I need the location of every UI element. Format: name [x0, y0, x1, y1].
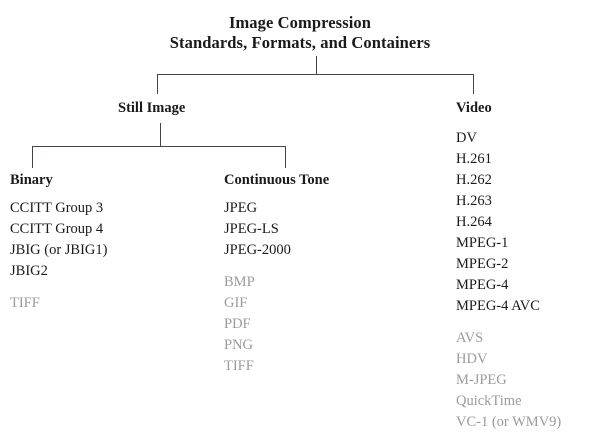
list-item: PNG: [224, 337, 254, 353]
list-item: TIFF: [10, 295, 40, 311]
list-item: DV: [456, 130, 477, 146]
list-item: JBIG2: [10, 263, 48, 279]
node-video: Video: [456, 100, 492, 116]
column-continuous-tone: Continuous Tone JPEG JPEG-LS JPEG-2000 B…: [224, 171, 329, 377]
list-item: H.264: [456, 214, 492, 230]
list-item: H.263: [456, 193, 492, 209]
connector-still-image-stem: [160, 123, 161, 147]
list-item: MPEG-2: [456, 256, 509, 272]
node-still-image: Still Image: [118, 100, 186, 116]
list-item: QuickTime: [456, 393, 522, 409]
list-item: VC-1 (or WMV9): [456, 414, 562, 430]
group-video-containers: AVS HDV M-JPEG QuickTime VC-1 (or WMV9): [456, 328, 561, 433]
list-item: PDF: [224, 316, 251, 332]
list-item: JPEG-2000: [224, 242, 291, 258]
diagram-title-line-1: Image Compression: [228, 13, 372, 32]
list-item: JPEG-LS: [224, 221, 279, 237]
list-item: JPEG: [224, 200, 258, 216]
group-video-standards: DV H.261 H.262 H.263 H.264 MPEG-1 MPEG-2…: [456, 128, 561, 317]
connector-video-drop: [473, 74, 474, 94]
group-binary-standards: CCITT Group 3 CCITT Group 4 JBIG (or JBI…: [10, 198, 107, 282]
diagram-title: Image Compression Standards, Formats, an…: [0, 13, 600, 53]
column-heading-binary: Binary: [10, 172, 53, 188]
diagram-title-line-2: Standards, Formats, and Containers: [169, 33, 431, 52]
group-continuous-tone-containers: BMP GIF PDF PNG TIFF: [224, 272, 329, 377]
connector-level2-bar: [32, 146, 285, 147]
column-heading-continuous-tone: Continuous Tone: [224, 172, 330, 188]
list-item: CCITT Group 3: [10, 200, 104, 216]
list-item: HDV: [456, 351, 488, 367]
list-item: BMP: [224, 274, 255, 290]
list-item: JBIG (or JBIG1): [10, 242, 108, 258]
list-item: AVS: [456, 330, 484, 346]
connector-binary-drop: [32, 146, 33, 168]
list-item: CCITT Group 4: [10, 221, 104, 237]
connector-title-stem: [316, 56, 317, 75]
list-item: H.261: [456, 151, 492, 167]
list-item: MPEG-4 AVC: [456, 298, 540, 314]
list-item: TIFF: [224, 358, 254, 374]
group-continuous-tone-standards: JPEG JPEG-LS JPEG-2000: [224, 198, 329, 261]
group-binary-containers: TIFF: [10, 293, 107, 314]
connector-still-image-drop: [157, 74, 158, 94]
list-item: MPEG-1: [456, 235, 509, 251]
list-item: GIF: [224, 295, 248, 311]
column-video: DV H.261 H.262 H.263 H.264 MPEG-1 MPEG-2…: [456, 128, 561, 433]
list-item: H.262: [456, 172, 492, 188]
column-binary: Binary CCITT Group 3 CCITT Group 4 JBIG …: [10, 171, 107, 314]
connector-level1-bar: [157, 74, 474, 75]
list-item: M-JPEG: [456, 372, 507, 388]
connector-continuous-tone-drop: [285, 146, 286, 168]
list-item: MPEG-4: [456, 277, 509, 293]
